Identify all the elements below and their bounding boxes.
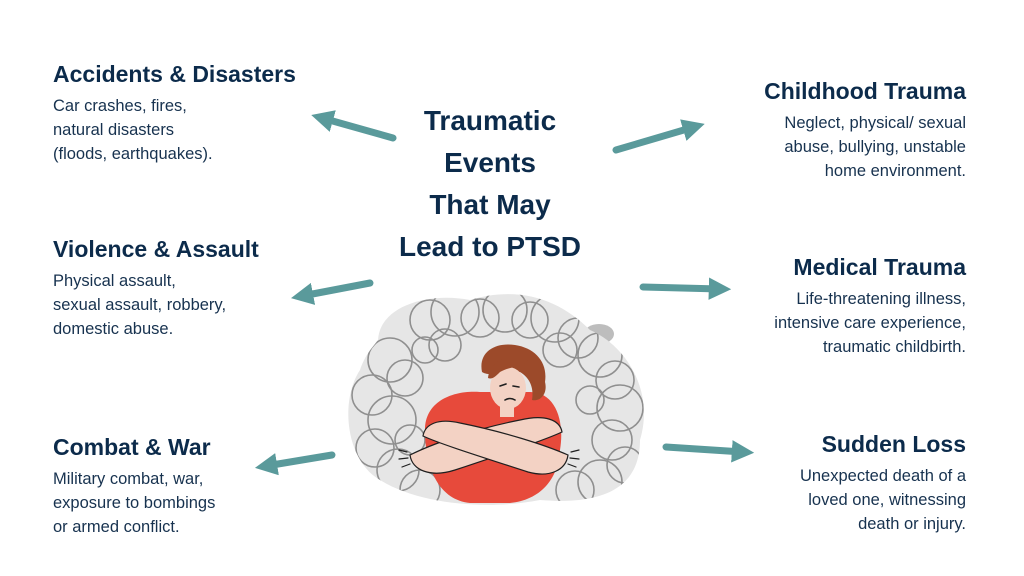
description-line: domestic abuse. [53,320,174,338]
category-medical: Medical Trauma Life-threatening illness,… [774,253,966,359]
category-accidents: Accidents & Disasters Car crashes, fires… [53,60,296,166]
arrow-medical [639,277,732,300]
description-line: Life-threatening illness, [796,290,966,308]
category-description: Life-threatening illness, intensive care… [774,287,966,359]
category-description: Car crashes, fires, natural disasters (f… [53,94,296,166]
title-line: That May [429,189,551,220]
description-line: home environment. [824,162,966,180]
arrow-accidents [311,110,397,142]
description-line: or armed conflict. [53,518,180,536]
description-line: sexual assault, robbery, [53,296,227,314]
category-description: Military combat, war, exposure to bombin… [53,467,215,539]
description-line: Unexpected death of a [799,467,966,485]
category-childhood: Childhood Trauma Neglect, physical/ sexu… [764,77,966,183]
diagram-title: Traumatic Events That May Lead to PTSD [370,100,610,268]
title-line: Traumatic [423,105,557,136]
category-combat: Combat & War Military combat, war, expos… [53,433,215,539]
description-line: intensive care experience, [774,314,966,332]
category-heading: Combat & War [53,434,211,460]
category-heading: Medical Trauma [793,254,966,280]
category-loss: Sudden Loss Unexpected death of a loved … [800,430,966,536]
description-line: Military combat, war, [53,470,204,488]
description-line: death or injury. [858,515,966,533]
description-line: traumatic childbirth. [822,338,966,356]
description-line: loved one, witnessing [808,491,966,509]
category-description: Unexpected death of a loved one, witness… [800,464,966,536]
description-line: Neglect, physical/ sexual [784,114,966,132]
title-line: Events [444,147,536,178]
arrow-loss [662,440,755,463]
category-description: Neglect, physical/ sexual abuse, bullyin… [764,111,966,183]
category-heading: Sudden Loss [821,431,966,457]
arrow-childhood [612,119,705,154]
description-line: (floods, earthquakes). [53,145,213,163]
arrow-combat [254,451,336,476]
distressed-person-with-crossed-arms-icon [348,294,644,505]
description-line: exposure to bombings [53,494,216,512]
category-description: Physical assault, sexual assault, robber… [53,269,259,341]
description-line: abuse, bullying, unstable [784,138,966,156]
description-line: natural disasters [53,121,175,139]
category-heading: Violence & Assault [53,236,259,262]
category-heading: Childhood Trauma [764,78,966,104]
category-violence: Violence & Assault Physical assault, sex… [53,235,259,341]
description-line: Physical assault, [53,272,176,290]
arrow-violence [290,279,374,305]
description-line: Car crashes, fires, [53,97,187,115]
category-heading: Accidents & Disasters [53,61,296,87]
title-line: Lead to PTSD [398,231,581,262]
